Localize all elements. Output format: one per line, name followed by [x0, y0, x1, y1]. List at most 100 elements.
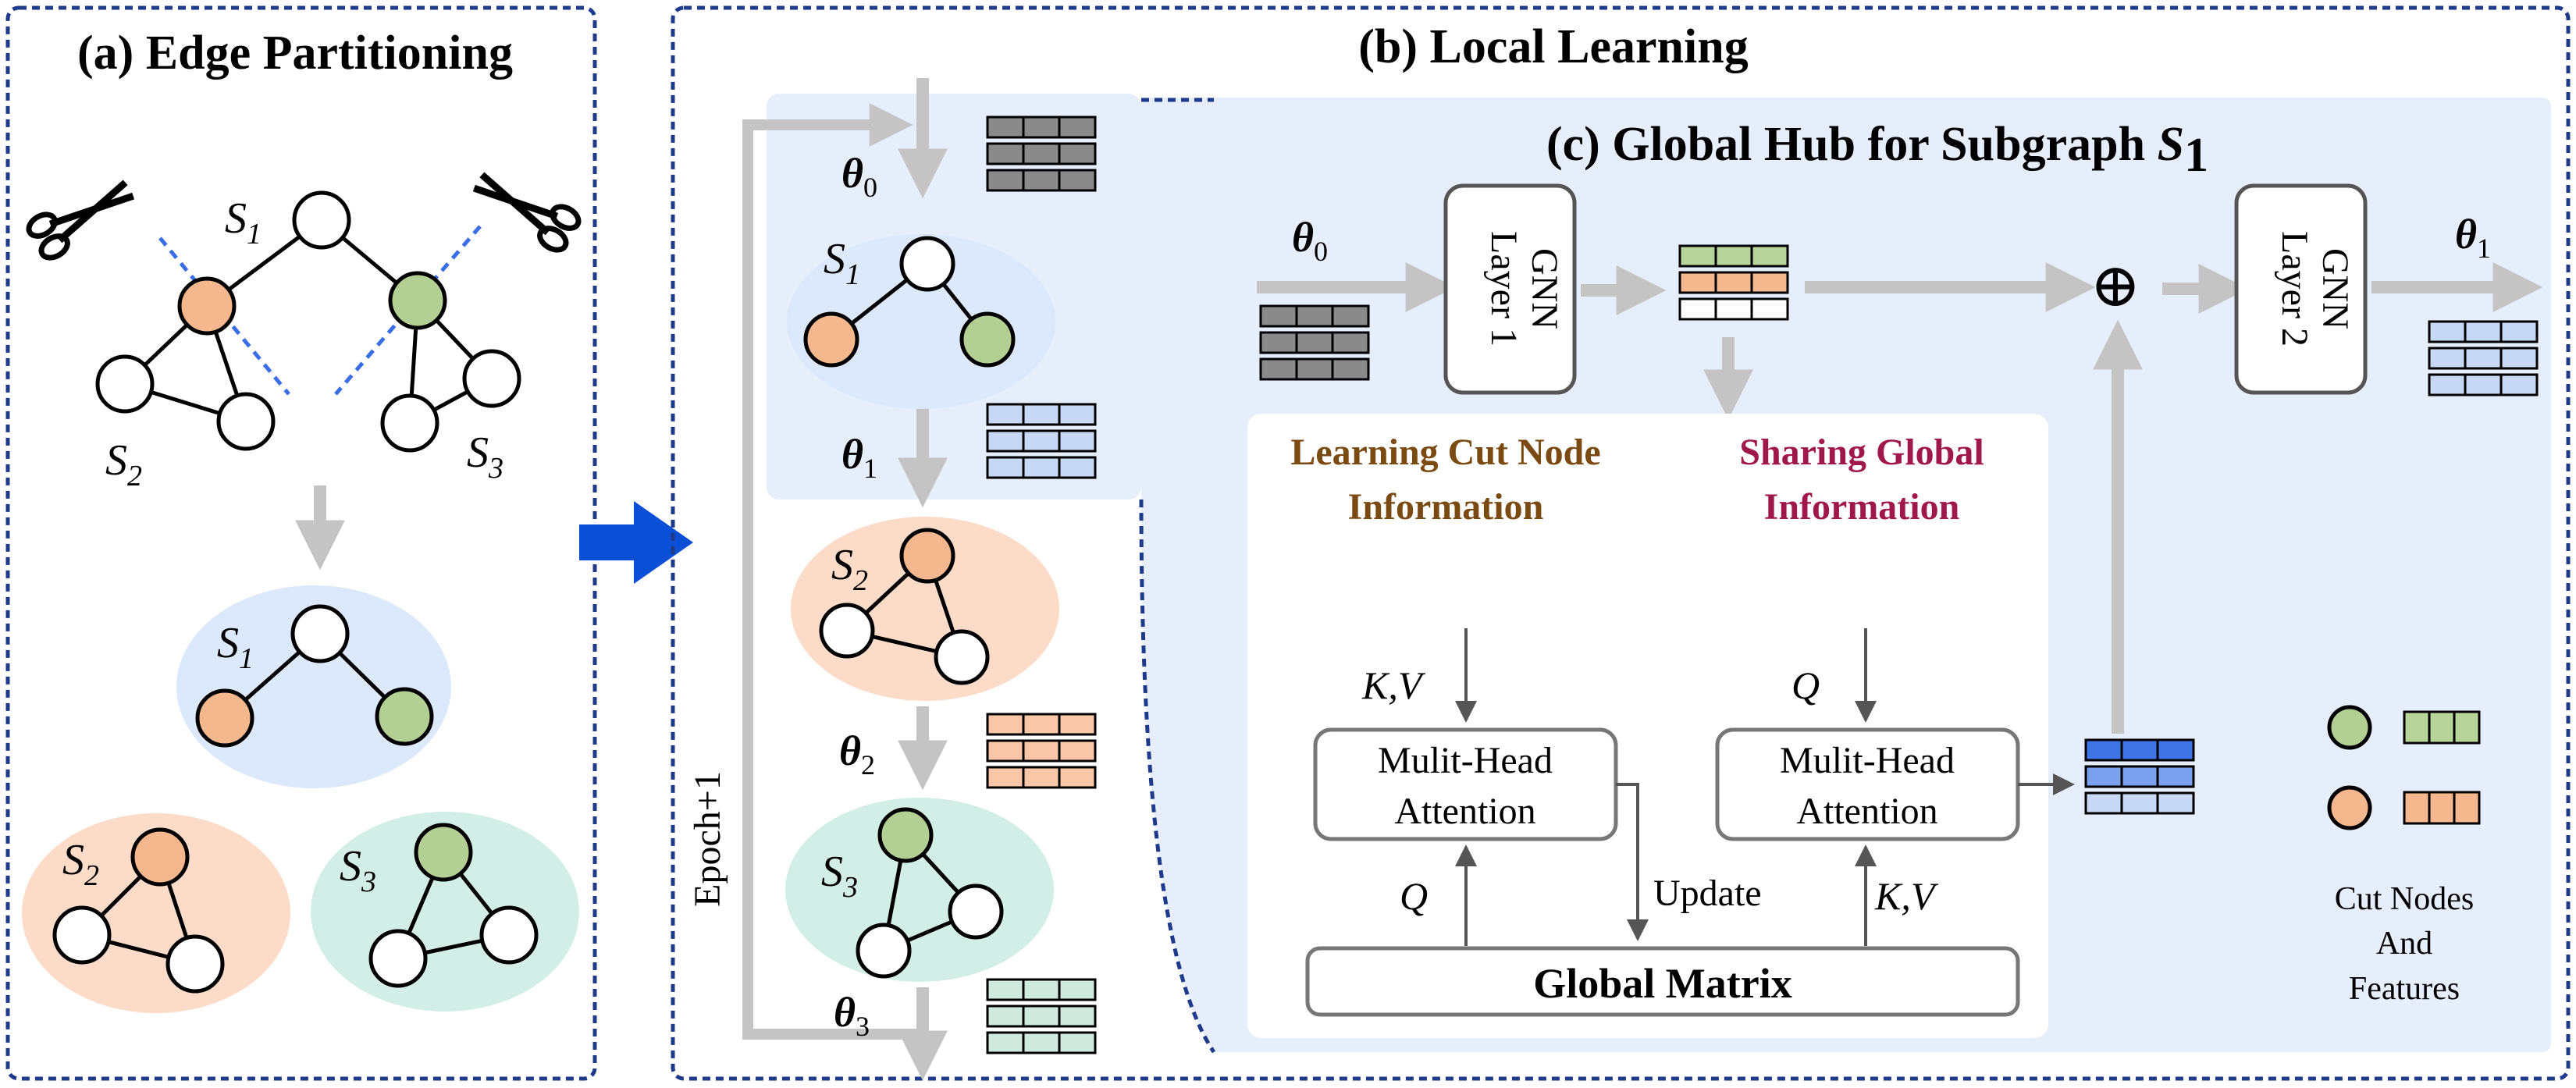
graph-node — [462, 349, 521, 408]
theta2-matrix-cell — [1022, 713, 1061, 736]
output-matrix-cell — [2500, 320, 2539, 343]
theta3-matrix-cell — [1058, 1031, 1097, 1054]
input-matrix-cell — [1259, 357, 1298, 381]
attention-output-matrix-cell — [2084, 738, 2123, 762]
theta0-matrix-cell — [986, 169, 1025, 192]
graph-node — [292, 190, 351, 250]
theta1-matrix-cell — [1058, 403, 1097, 426]
input-matrix-cell — [1295, 357, 1334, 381]
attention-output-matrix-cell — [2120, 791, 2159, 815]
svg-text:Global Matrix: Global Matrix — [1533, 960, 1791, 1007]
global-matrix-box: Global Matrix — [1305, 946, 2020, 1017]
attention-output-matrix-cell — [2084, 791, 2123, 815]
scissors-icon — [472, 172, 582, 253]
kv-label: K,V — [1874, 874, 1939, 918]
label-s2: S2 — [62, 836, 99, 892]
svg-text:GNNLayer 1: GNNLayer 1 — [1483, 231, 1565, 347]
theta3-matrix-cell — [1022, 978, 1061, 1001]
theta3-matrix-cell — [986, 978, 1025, 1001]
legend-orange-feature-cell — [2403, 791, 2431, 825]
plus-icon: ⊕ — [2090, 251, 2140, 319]
attention-box-right: Mulit-Head Attention — [1715, 727, 2020, 841]
learning-cut-node-heading: Information — [1348, 486, 1544, 528]
legend-text: And — [2376, 926, 2432, 962]
cut-node-orange — [177, 276, 237, 336]
label-s2: S2 — [831, 541, 868, 597]
legend-text: Features — [2349, 971, 2460, 1007]
input-matrix-cell — [1331, 331, 1370, 354]
attention-output-matrix-cell — [2120, 738, 2159, 762]
layer1-output-matrix-cell — [1678, 244, 1717, 268]
layer1-output-matrix-cell — [1678, 271, 1717, 294]
svg-text:GNNLayer 2: GNNLayer 2 — [2274, 231, 2356, 347]
graph-node — [899, 236, 955, 292]
scissors-icon — [26, 180, 135, 261]
graph-node — [856, 923, 912, 979]
theta2-matrix-cell — [986, 713, 1025, 736]
theta-3-label: θ3 — [834, 989, 870, 1042]
sharing-global-heading: Information — [1764, 486, 1960, 528]
theta0-matrix-cell — [1022, 142, 1061, 165]
attention-output-matrix-cell — [2120, 765, 2159, 788]
panel-b-border — [671, 5, 2571, 1081]
theta0-matrix-cell — [1022, 116, 1061, 139]
output-matrix-cell — [2464, 320, 2503, 343]
big-arrow-right-icon — [579, 501, 693, 584]
theta1-matrix-cell — [986, 456, 1025, 479]
gnn-layer-2-box: GNNLayer 2 — [2234, 183, 2368, 395]
legend: Cut Nodes And Features — [2327, 705, 2474, 1007]
layer1-output-matrix-cell — [1750, 297, 1789, 321]
cut-node-green — [414, 823, 473, 882]
global-hub-inner-panel — [1247, 414, 2048, 1038]
epoch-label: Epoch+1 — [687, 771, 728, 907]
input-matrix-cell — [1295, 304, 1334, 328]
graph-node — [819, 603, 875, 659]
theta1-matrix-cell — [1022, 403, 1061, 426]
theta1-matrix-cell — [1058, 456, 1097, 479]
theta1-matrix-cell — [1058, 429, 1097, 453]
label-s1: S1 — [824, 235, 860, 291]
gnn-layer-1-box: GNNLayer 1 — [1443, 183, 1577, 395]
theta3-matrix-cell — [1022, 1004, 1061, 1028]
cut-node-green — [877, 807, 934, 863]
theta0-matrix-cell — [1058, 116, 1097, 139]
layer1-output-matrix-cell — [1714, 244, 1753, 268]
cut-node-orange — [803, 311, 859, 368]
layer1-output-matrix-cell — [1750, 244, 1789, 268]
label-s3: S3 — [467, 428, 503, 485]
legend-green-feature-cell — [2453, 710, 2481, 745]
graph-node — [216, 392, 276, 451]
update-label: Update — [1653, 873, 1762, 914]
legend-orange-feature-cell — [2453, 791, 2481, 825]
panel-b-title: (b) Local Learning — [1358, 20, 1748, 73]
theta0-matrix-cell — [986, 142, 1025, 165]
cut-node-orange — [899, 528, 955, 584]
label-s2: S2 — [105, 436, 142, 492]
graph-node — [934, 629, 990, 685]
input-matrix-cell — [1331, 304, 1370, 328]
legend-green-feature-cell — [2428, 710, 2456, 745]
cut-node-orange — [130, 827, 190, 887]
graph-node — [290, 604, 350, 663]
cut-node-green — [2327, 705, 2372, 750]
layer1-output-matrix-cell — [1714, 297, 1753, 321]
theta3-matrix-cell — [1058, 978, 1097, 1001]
svg-text:Mulit-Head: Mulit-Head — [1780, 740, 1955, 781]
cut-line — [334, 225, 482, 396]
attention-output-matrix-cell — [2156, 791, 2195, 815]
svg-text:Mulit-Head: Mulit-Head — [1378, 740, 1553, 781]
theta0-matrix-cell — [986, 116, 1025, 139]
cut-node-orange — [2327, 785, 2372, 830]
output-matrix-cell — [2428, 347, 2467, 370]
cut-node-green — [375, 687, 434, 746]
output-matrix-cell — [2464, 373, 2503, 396]
layer1-output-matrix-cell — [1714, 271, 1753, 294]
graph-node — [479, 905, 539, 965]
theta3-matrix-cell — [986, 1031, 1025, 1054]
epoch-loop-arrow — [742, 103, 921, 1040]
input-matrix-cell — [1331, 357, 1370, 381]
layer1-output-matrix-cell — [1678, 297, 1717, 321]
theta2-matrix-cell — [1058, 739, 1097, 763]
update-arrow — [1616, 783, 1649, 941]
label-s3: S3 — [340, 842, 376, 898]
